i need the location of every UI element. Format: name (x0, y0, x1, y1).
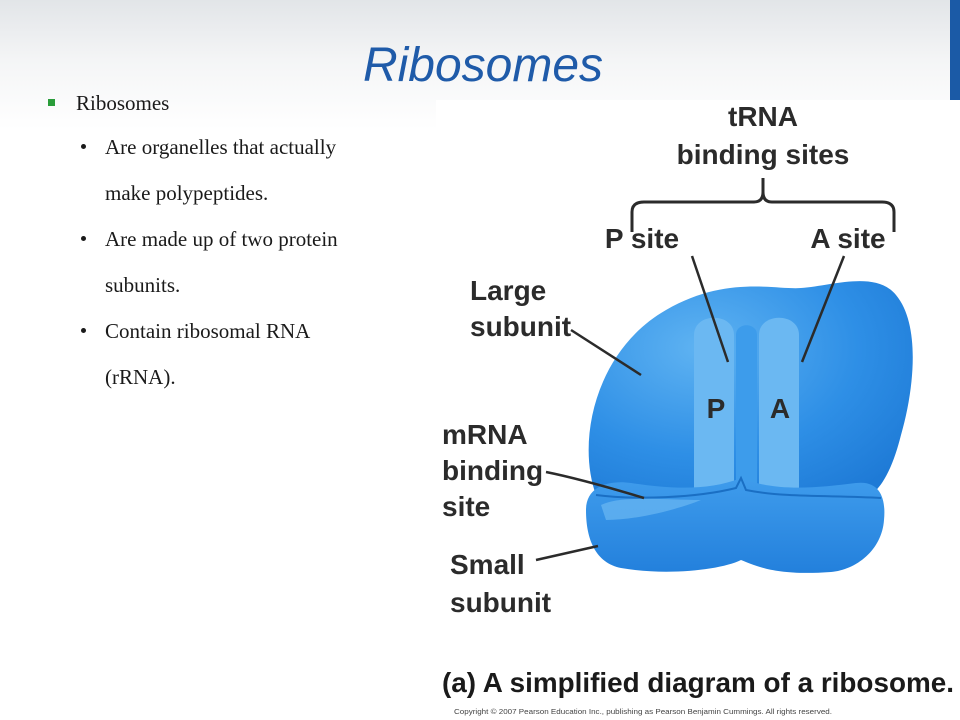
ribosome-figure: tRNA binding sites P site A site Large s… (436, 100, 960, 720)
mrna-label-line-2: binding (442, 455, 543, 486)
small-subunit-highlight (601, 498, 701, 520)
ribosome-diagram: tRNA binding sites P site A site Large s… (442, 101, 954, 716)
square-bullet-icon (48, 99, 55, 106)
subbullet-3-continued: (rRNA). (48, 354, 428, 400)
large-subunit-label-line-2: subunit (470, 311, 571, 342)
copyright-notice: Copyright © 2007 Pearson Education Inc.,… (454, 707, 832, 716)
subbullet-2-continued: subunits. (48, 262, 428, 308)
bullet-list: Ribosomes Are organelles that actually m… (48, 88, 428, 400)
trna-label-line-2: binding sites (677, 139, 850, 170)
bullet-main-text: Ribosomes (76, 91, 170, 115)
dot-bullet-icon (81, 144, 86, 149)
bullet-main: Ribosomes (48, 88, 428, 118)
figure-caption: (a) A simplified diagram of a ribosome. (442, 667, 954, 698)
small-subunit-label-line-2: subunit (450, 587, 551, 618)
subbullet-3: Contain ribosomal RNA (48, 308, 428, 354)
a-site-letter: A (770, 393, 790, 424)
p-site-channel (694, 317, 734, 495)
large-subunit-label-line-1: Large (470, 275, 546, 306)
subbullet-3-continued-text: (rRNA). (105, 365, 176, 389)
small-subunit-shape (586, 478, 885, 573)
large-subunit-leader (570, 328, 642, 377)
channel-divider (736, 325, 757, 495)
subbullet-2: Are made up of two protein (48, 216, 428, 262)
p-site-leader (690, 255, 730, 363)
p-site-label: P site (605, 223, 679, 254)
subbullet-2-text: Are made up of two protein (105, 227, 338, 251)
trna-bracket (630, 178, 896, 232)
subbullet-1-continued-text: make polypeptides. (105, 181, 269, 205)
slide-title: Ribosomes (362, 39, 604, 92)
mrna-leader (545, 470, 645, 500)
p-site-letter: P (707, 393, 726, 424)
subbullet-3-text: Contain ribosomal RNA (105, 319, 311, 343)
small-subunit-leader (535, 544, 599, 562)
accent-bar (950, 0, 960, 100)
dot-bullet-icon (81, 328, 86, 333)
small-subunit-label-line-1: Small (450, 549, 525, 580)
a-site-label: A site (810, 223, 885, 254)
dot-bullet-icon (81, 236, 86, 241)
mrna-label-line-1: mRNA (442, 419, 528, 450)
trna-label-line-1: tRNA (728, 101, 798, 132)
a-site-leader (800, 255, 846, 363)
subbullet-1-text: Are organelles that actually (105, 135, 337, 159)
subbullet-1: Are organelles that actually (48, 124, 428, 170)
a-site-channel (759, 317, 799, 495)
subbullet-1-continued: make polypeptides. (48, 170, 428, 216)
subbullet-2-continued-text: subunits. (105, 273, 181, 297)
mrna-label-line-3: site (442, 491, 490, 522)
